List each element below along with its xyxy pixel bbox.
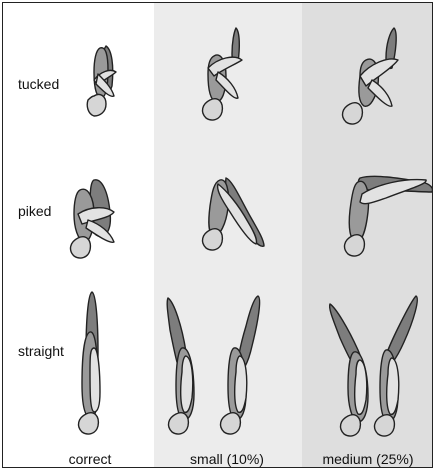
tucked-correct-figure [87,46,116,116]
piked-medium-figure [345,176,433,256]
piked-small-figure [203,178,264,250]
row-label-tucked: tucked [18,76,59,92]
straight-small-figure-b [221,296,260,434]
tucked-small-figure [203,28,242,120]
column-label-small: small (10%) [167,451,287,467]
straight-small-figure-a [167,298,194,434]
straight-correct-figure [79,292,100,434]
straight-medium-figure-a [330,304,368,436]
row-label-piked: piked [18,203,51,219]
piked-correct-figure [71,180,114,258]
column-label-medium: medium (25%) [305,451,431,467]
row-label-straight: straight [18,343,64,359]
straight-medium-figure-b [375,296,418,436]
column-label-correct: correct [40,451,140,467]
tucked-medium-figure [343,28,398,124]
